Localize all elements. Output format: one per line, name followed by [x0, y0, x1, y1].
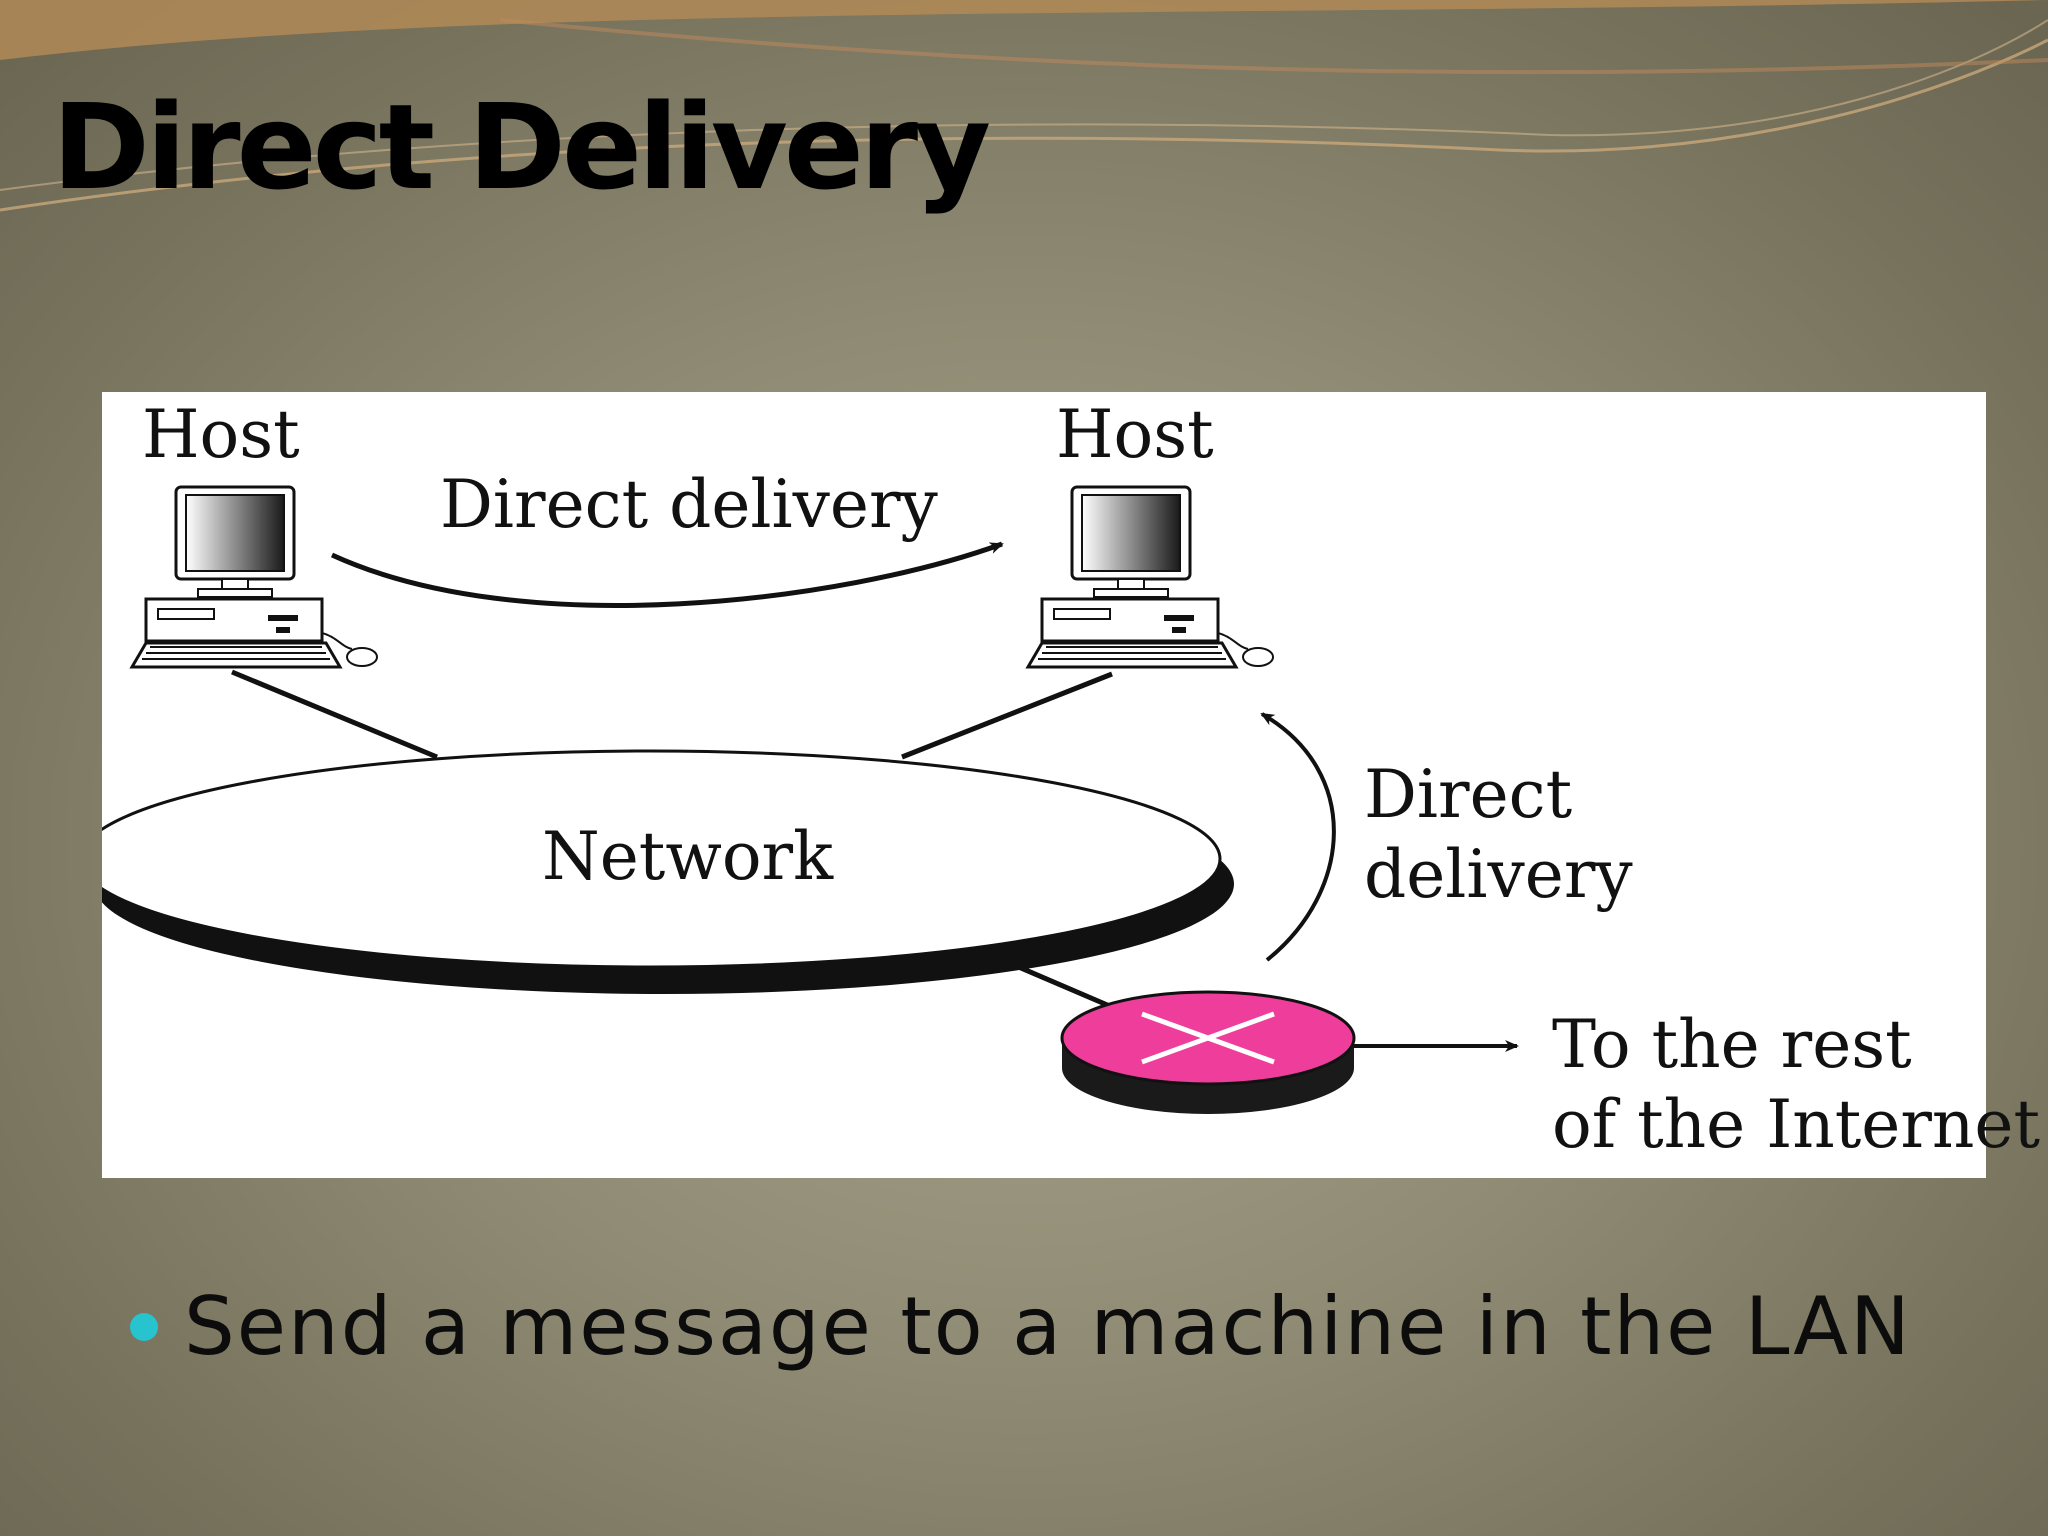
decorative-swoosh — [0, 0, 2048, 212]
direct-delivery-arrow-right — [1260, 712, 1336, 962]
computer-icon — [129, 485, 378, 669]
direct-delivery-right-label-2: delivery — [1364, 836, 1633, 913]
diagram-panel: Host Host Direct delivery Direct deliver… — [102, 392, 2040, 1178]
direct-delivery-right-label-1: Direct — [1364, 756, 1573, 833]
bullet-list: Send a message to a machine in the LAN — [130, 1280, 1912, 1373]
network-label: Network — [542, 818, 834, 895]
host-left-label: Host — [142, 396, 300, 473]
rest-of-internet-label-1: To the rest — [1552, 1006, 1912, 1083]
bullet-item: Send a message to a machine in the LAN — [130, 1280, 1912, 1373]
bullet-text: Send a message to a machine in the LAN — [184, 1280, 1912, 1373]
rest-of-internet-label-2: of the Internet — [1552, 1086, 2041, 1163]
direct-delivery-top-label: Direct delivery — [440, 466, 938, 543]
bullet-dot-icon — [130, 1312, 158, 1341]
page-title: Direct Delivery — [52, 78, 991, 216]
router-icon — [1060, 990, 1356, 1114]
computer-icon — [1025, 485, 1274, 669]
link-right-host — [901, 671, 1113, 760]
direct-delivery-arrow-top — [330, 541, 1004, 608]
network-diagram — [102, 485, 1519, 1114]
link-left-host — [231, 669, 438, 760]
host-right-label: Host — [1056, 396, 1214, 473]
link-router — [1006, 959, 1113, 1010]
network-cloud — [102, 749, 1234, 994]
